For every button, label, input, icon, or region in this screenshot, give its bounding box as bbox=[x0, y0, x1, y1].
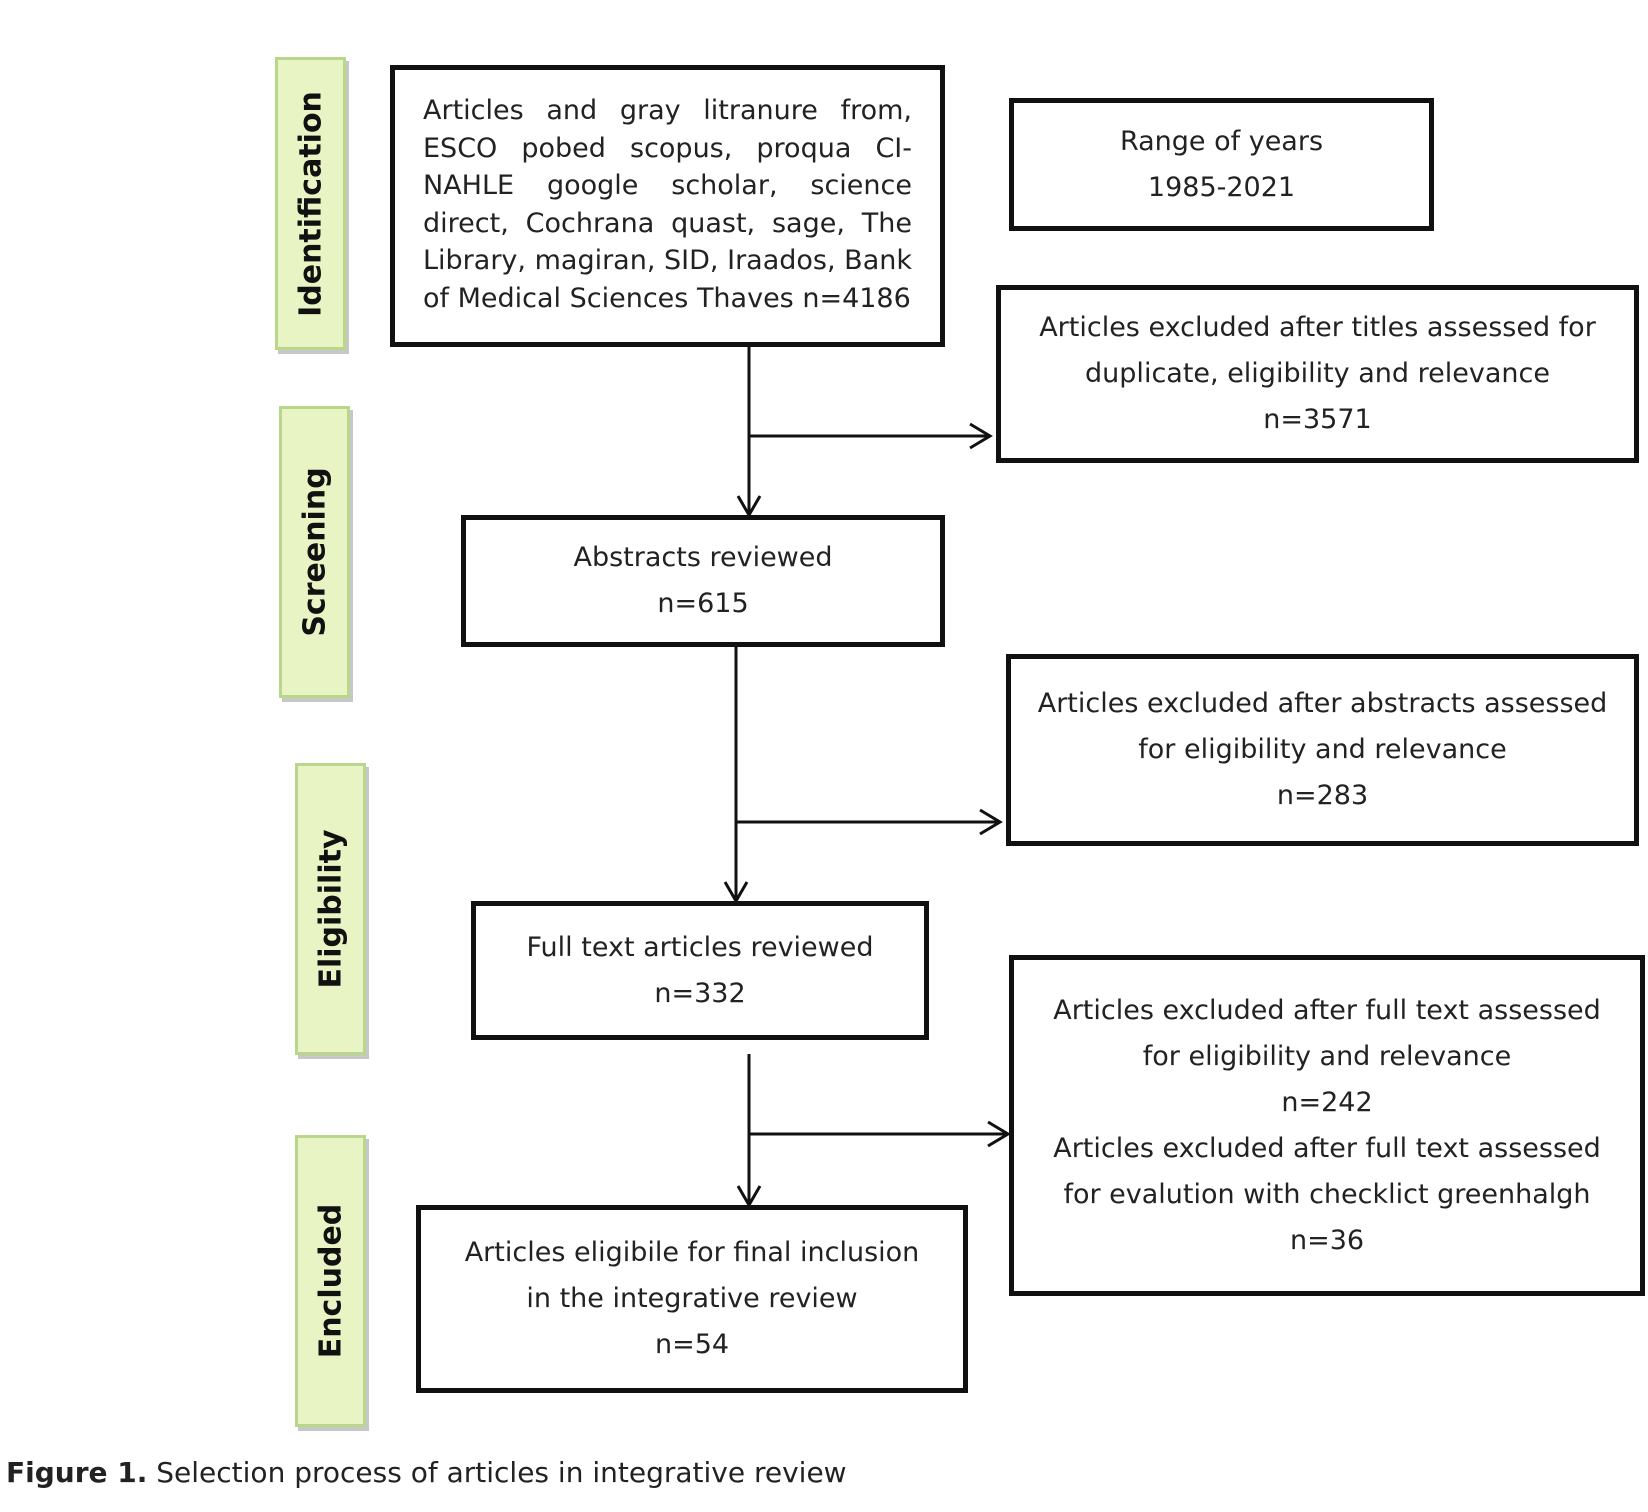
box-excluded-abstracts: Articles excluded after abstracts assess… bbox=[1006, 654, 1639, 846]
stage-included: Encluded bbox=[295, 1135, 366, 1427]
box-excluded-fulltext-line-1: Articles excluded after full text assess… bbox=[1053, 994, 1601, 1026]
box-excluded-fulltext-line-5: for evalution with checklict greenhalgh bbox=[1063, 1178, 1591, 1210]
box-sources-line-5: Library, magiran, SID, Iraados, Bank bbox=[423, 245, 912, 276]
box-range-of-years: Range of years 1985-2021 bbox=[1009, 98, 1434, 231]
figure-caption: Figure 1. Selection process of articles … bbox=[6, 1456, 847, 1489]
box-excluded-fulltext-line-6: n=36 bbox=[1289, 1224, 1365, 1256]
box-fulltext-line-1: Full text articles reviewed bbox=[526, 931, 874, 963]
box-excluded-fulltext-line-2: for eligibility and relevance bbox=[1142, 1040, 1512, 1072]
arrowhead-excluded-fulltext bbox=[987, 1120, 1011, 1148]
box-fulltext-line-2: n=332 bbox=[654, 977, 746, 1009]
box-sources-line-2: ESCO pobed scopus, proqua CI- bbox=[423, 132, 912, 164]
box-excluded-fulltext-line-4: Articles excluded after full text assess… bbox=[1053, 1132, 1601, 1164]
arrowhead-excluded-titles bbox=[969, 422, 993, 450]
box-abstracts: Abstracts reviewed n=615 bbox=[461, 515, 945, 647]
arrowhead-excluded-abstracts bbox=[979, 808, 1003, 836]
box-abstracts-line-1: Abstracts reviewed bbox=[573, 542, 833, 573]
figure-caption-text: Selection process of articles in integra… bbox=[147, 1456, 847, 1489]
box-sources-line-3: NAHLE google scholar, science bbox=[423, 170, 912, 201]
box-range-line-1: Range of years bbox=[1119, 125, 1324, 157]
box-excluded-titles-line-3: n=3571 bbox=[1263, 404, 1372, 435]
stage-identification: Identification bbox=[275, 57, 346, 350]
stage-screening: Screening bbox=[279, 406, 350, 698]
box-excluded-abstracts-line-3: n=283 bbox=[1276, 780, 1369, 811]
box-excluded-titles-line-2: duplicate, eligibility and relevance bbox=[1085, 358, 1550, 389]
box-excluded-abstracts-line-2: for eligibility and relevance bbox=[1138, 734, 1507, 765]
box-included-line-1: Articles eligibile for final inclusion bbox=[464, 1237, 920, 1268]
box-excluded-titles-line-1: Articles excluded after titles assessed … bbox=[1039, 312, 1596, 343]
box-included-line-2: in the integrative review bbox=[526, 1283, 858, 1314]
figure-caption-label: Figure 1. bbox=[6, 1456, 148, 1489]
box-sources-line-6: of Medical Sciences Thaves n=4186 bbox=[423, 282, 911, 314]
box-included: Articles eligibile for final inclusion i… bbox=[416, 1205, 968, 1393]
stage-eligibility: Eligibility bbox=[295, 763, 366, 1055]
box-excluded-fulltext: Articles excluded after full text assess… bbox=[1009, 955, 1645, 1296]
box-excluded-titles: Articles excluded after titles assessed … bbox=[996, 285, 1639, 463]
box-sources: Articles and gray litranure from, ESCO p… bbox=[390, 65, 945, 347]
box-sources-line-4: direct, Cochrana quast, sage, The bbox=[423, 207, 912, 239]
box-excluded-fulltext-line-3: n=242 bbox=[1281, 1086, 1373, 1118]
box-included-line-3: n=54 bbox=[654, 1329, 730, 1360]
box-sources-line-1: Articles and gray litranure from, bbox=[423, 95, 912, 126]
box-fulltext: Full text articles reviewed n=332 bbox=[471, 901, 929, 1040]
box-abstracts-line-2: n=615 bbox=[657, 588, 749, 619]
box-range-line-2: 1985-2021 bbox=[1147, 171, 1296, 203]
box-excluded-abstracts-line-1: Articles excluded after abstracts assess… bbox=[1037, 688, 1608, 719]
